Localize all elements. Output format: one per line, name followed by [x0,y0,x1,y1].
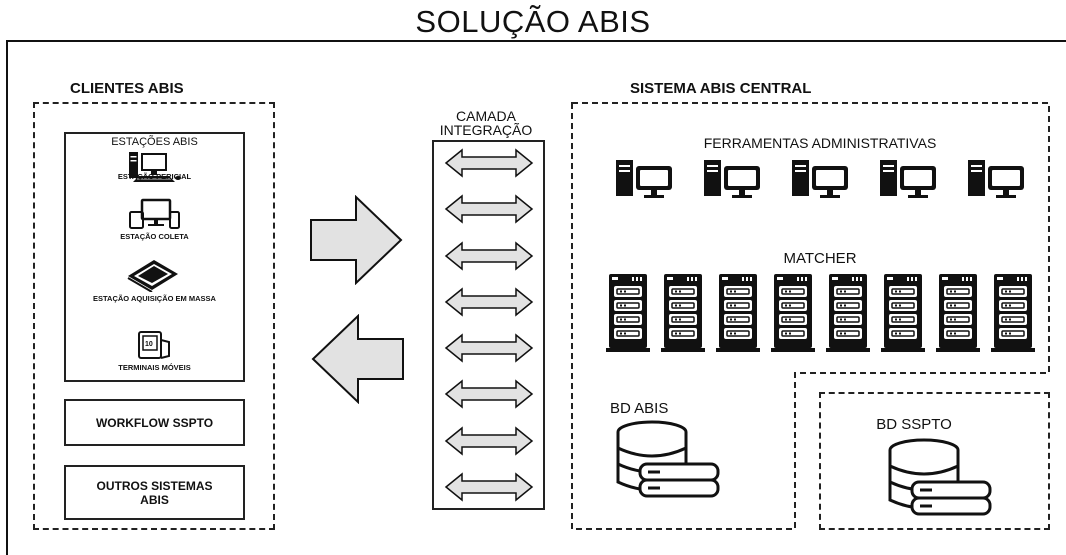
admin-workstation-icon [966,158,1028,205]
admin-workstation-icon [790,158,852,205]
server-rack-icon [605,272,650,359]
server-rack-icon [770,272,815,359]
admin-workstation-icon [702,158,764,205]
server-rack-icon [990,272,1035,359]
double-arrow-icon [444,194,534,229]
arrow-right-icon [309,195,403,285]
double-arrow-icon [444,472,534,507]
server-rack-icon [880,272,925,359]
server-rack-icon [935,272,980,359]
admin-workstation-icon [878,158,940,205]
double-arrow-icon [444,379,534,414]
scanner-icon [124,256,182,292]
station-label-coleta: ESTAÇÃO COLETA [120,232,189,241]
clients-heading: CLIENTES ABIS [70,80,184,97]
integration-arrows [432,140,545,510]
mobile-terminal-icon: 10 [137,330,173,360]
double-arrow-icon [444,333,534,368]
db-abis-label: BD ABIS [610,400,669,417]
central-heading: SISTEMA ABIS CENTRAL [630,80,812,97]
station-label-pericial: ESTAÇÃO PERICIAL [117,172,192,181]
devices-icon [128,198,182,230]
others-label: OUTROS SISTEMAS ABIS [96,478,213,507]
outer-frame [6,40,1066,555]
stations-heading: ESTAÇÕES ABIS [111,136,198,148]
admin-tools-label: FERRAMENTAS ADMINISTRATIVAS [703,135,937,151]
svg-text:10: 10 [145,341,153,348]
database-icon-sspto [884,438,994,518]
server-rack-icon [660,272,705,359]
workstation-icon [127,150,183,184]
matcher-label: MATCHER [783,250,857,267]
double-arrow-icon [444,287,534,322]
admin-tools-row [600,158,1040,200]
integration-label-line2: INTEGRAÇÃO [439,122,533,138]
double-arrow-icon [444,148,534,183]
server-rack-icon [715,272,760,359]
central-box [571,102,1050,530]
double-arrow-icon [444,241,534,276]
server-rack-icon [825,272,870,359]
arrow-left-icon [311,314,405,404]
double-arrow-icon [444,426,534,461]
workflow-label: WORKFLOW SSPTO [95,415,214,430]
admin-workstation-icon [614,158,676,205]
clients-box [33,102,275,530]
db-sspto-box [819,392,1050,530]
db-sspto-label: BD SSPTO [876,416,952,433]
station-label-moveis: TERMINAIS MÓVEIS [118,363,191,372]
diagram-title: SOLUÇÃO ABIS [415,4,651,39]
integration-layer-box [432,140,545,510]
matcher-row [600,272,1040,354]
workflow-box: WORKFLOW SSPTO [64,399,245,446]
station-label-aquisicao: ESTAÇÃO AQUISIÇÃO EM MASSA [93,294,216,303]
integration-label-line1: CAMADA [456,108,516,124]
others-box: OUTROS SISTEMAS ABIS [64,465,245,520]
database-icon-abis [612,420,722,500]
